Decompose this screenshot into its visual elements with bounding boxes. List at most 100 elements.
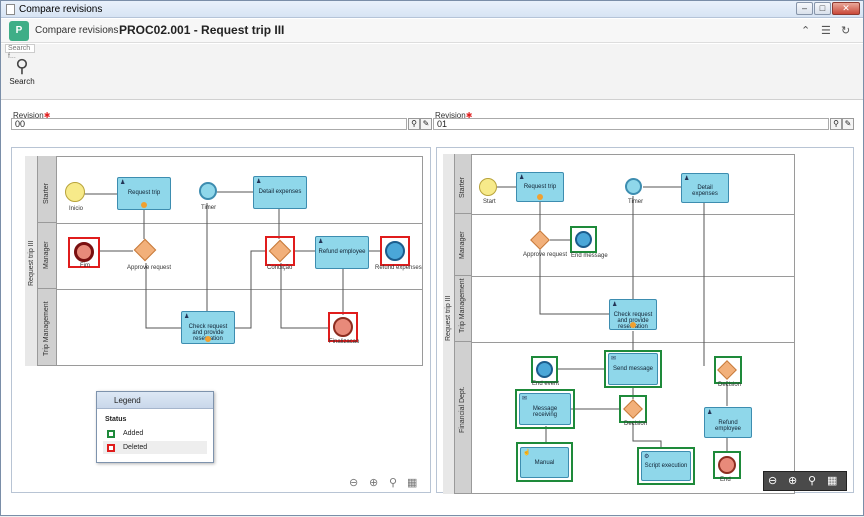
right-task-send-message[interactable]: ✉Send message [608,353,658,385]
process-app-icon: P [9,21,29,41]
right-start-message-event[interactable] [536,361,553,378]
added-marker [637,447,695,485]
left-zoom-out-icon[interactable]: ⊖ [349,477,359,489]
toolbar: Search f... ⚲ Search [1,44,863,100]
right-end-event-label: End event [532,381,560,387]
right-lane-header-starter [455,154,472,214]
left-zoom-fit-icon[interactable]: ⚲ [389,477,398,489]
left-task-request-trip[interactable]: ♟Request trip [117,177,171,210]
search-icon: ⚲ [15,56,29,76]
close-button[interactable]: ✕ [832,2,860,15]
right-zoom-toolbar [763,471,847,491]
right-start-event[interactable] [479,178,497,196]
added-marker [515,389,575,429]
left-lane-header-trip [38,289,57,366]
revision-left-search-icon[interactable]: ⚲ [408,118,420,130]
title-bar: Compare revisions – □ ✕ [1,1,863,18]
left-end-event-fim[interactable] [74,242,94,262]
right-lane-header-trip [455,276,472,342]
legend-row-added: Added [103,427,207,440]
left-timer-event[interactable] [199,182,217,200]
added-swatch [107,430,115,438]
deleted-marker [68,237,100,268]
right-task-refund-employee[interactable]: ♟Refund employee [704,407,752,438]
legend-status-heading: Status [105,416,127,423]
breadcrumb-parent[interactable]: Compare revisions [35,25,119,36]
right-task-message-receiving[interactable]: ✉Message receiving [519,393,571,425]
revision-right-clear-icon[interactable]: ✎ [842,118,854,130]
added-marker [714,356,742,384]
revision-right-field[interactable]: 01 [433,118,829,130]
right-task-detail-expenses[interactable]: ♟Detail expenses [681,173,729,203]
legend-title: Legend [114,396,141,405]
right-task-check-request[interactable]: ♟Check request and provide reservation [609,299,657,330]
search-button-label: Search [9,77,35,86]
left-lane-header-manager [38,223,57,289]
revision-right-search-icon[interactable]: ⚲ [830,118,842,130]
document-icon [6,4,15,15]
right-end-event[interactable] [718,456,736,474]
search-button[interactable]: ⚲ Search [7,55,37,97]
maximize-button[interactable]: □ [814,2,831,15]
right-end-message-label: End message [571,253,608,259]
breadcrumb-separator-icon: › [108,24,112,36]
left-task-refund-employee[interactable]: ♟Refund employee [315,236,369,269]
left-finalizacao-label: Finalizacao [329,339,360,345]
legend-title-bar[interactable]: Legend [97,392,213,409]
right-zoom-fit-icon[interactable]: ⚲ [808,475,817,487]
left-end-message-event[interactable] [385,241,405,261]
right-gateway-approve-label: Approve request [523,252,568,258]
right-start-label: Start [483,199,496,205]
right-lane-header-manager [455,214,472,276]
left-start-label: Inicio [69,206,84,212]
left-zoom-in-icon[interactable]: ⊕ [369,477,379,489]
legend-window[interactable]: Legend Status Added Deleted [96,391,214,463]
right-zoom-in-icon[interactable]: ⊕ [788,475,798,487]
toolbar-search-input[interactable]: Search f... [5,44,35,60]
deleted-marker [265,236,295,266]
right-zoom-out-icon[interactable]: ⊖ [768,475,778,487]
left-condicao-label: Condição [267,265,293,271]
right-task-request-trip[interactable]: ♟Request trip [516,172,564,202]
right-task-script-execution[interactable]: ⚙Script execution [641,451,691,481]
list-icon[interactable]: ☰ [821,25,831,37]
left-task-check-request[interactable]: ♟Check request and provide reservation [181,311,235,344]
left-lane-header-starter [38,156,57,223]
left-end-event-finalizacao[interactable] [333,317,353,337]
added-marker [619,395,647,423]
collapse-icon[interactable]: ⌃ [801,25,811,37]
added-marker [570,226,597,253]
right-task-manual[interactable]: ☝Manual [520,447,569,478]
deleted-marker [328,312,358,342]
legend-row-deleted: Deleted [103,441,207,454]
revision-left-field[interactable]: 00 [11,118,407,130]
deleted-swatch [107,444,115,452]
right-decision-2-label: Decision [718,382,742,388]
user-icon: ♟ [120,180,126,186]
right-timer-label: Timer [628,199,644,205]
added-marker [604,350,662,388]
left-gateway-approve-label: Approve request [127,265,172,271]
revision-left-clear-icon[interactable]: ✎ [420,118,432,130]
added-marker [531,356,558,383]
added-marker [516,442,573,482]
revision-right-label: Revision✱ [435,111,473,120]
header-bar: P Compare revisions › PROC02.001 - Reque… [1,19,863,43]
right-timer-event[interactable] [625,178,642,195]
left-pool-header [25,156,38,366]
revision-left-label: Revision✱ [13,111,51,120]
minimize-button[interactable]: – [796,2,813,15]
deleted-marker [380,236,410,266]
right-decision-1-label: Decision [624,421,648,427]
left-export-icon[interactable]: ▦ [407,477,418,489]
right-end-message-event[interactable] [575,231,592,248]
left-lane-divider [57,223,423,224]
right-export-icon[interactable]: ▦ [827,475,838,487]
left-task-detail-expenses[interactable]: ♟Detail expenses [253,176,307,209]
added-marker [713,451,741,479]
refresh-icon[interactable]: ↻ [841,25,851,37]
left-start-event[interactable] [65,182,85,202]
